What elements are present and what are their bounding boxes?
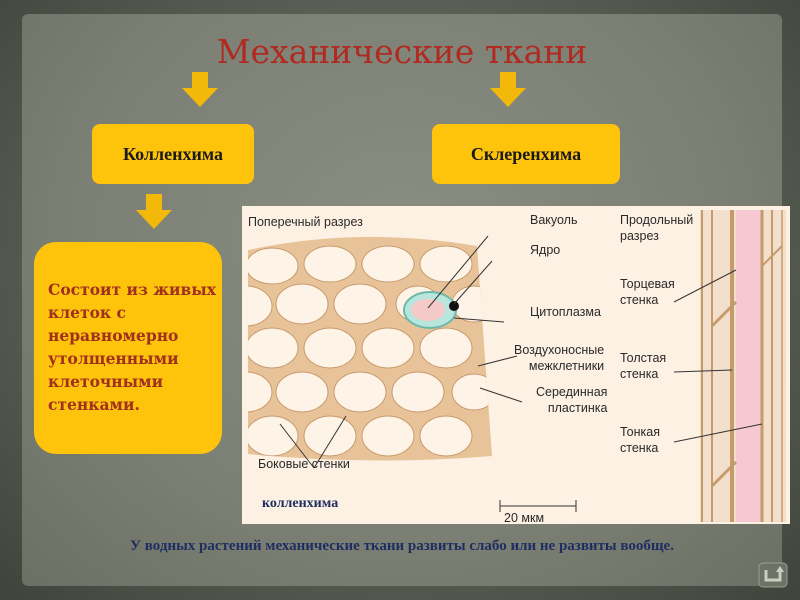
- collenchyma-box: Колленхима: [92, 124, 254, 184]
- down-arrow-icon: [182, 72, 218, 107]
- longitudinal-label: Продольный разрез: [620, 213, 694, 243]
- thick-wall-label: Толстая стенка: [620, 351, 667, 381]
- middle-lamella-label: Серединная пластинка: [536, 385, 608, 415]
- slide-title: Механические ткани: [216, 32, 588, 71]
- figure-caption: колленхима: [262, 496, 339, 511]
- cytoplasm-label: Цитоплазма: [530, 305, 601, 319]
- sclerenchyma-box: Склеренхима: [432, 124, 620, 184]
- down-arrow-icon: [136, 194, 172, 229]
- footer-text: У водных растений механические ткани раз…: [130, 538, 674, 554]
- nucleus-label: Ядро: [530, 243, 561, 257]
- collenchyma-figure: Поперечный разрез Вакуоль Ядро Цитоплазм…: [242, 206, 790, 525]
- cell-diagram: [248, 210, 786, 522]
- slide-board: Механические ткани Колленхима Склеренхим…: [22, 14, 790, 588]
- return-icon[interactable]: [758, 562, 788, 588]
- vacuole-label: Вакуоль: [530, 213, 578, 227]
- scale-label: 20 мкм: [504, 511, 545, 525]
- end-wall-label: Торцевая стенка: [620, 277, 675, 307]
- down-arrow-icon: [490, 72, 526, 107]
- air-spaces-label: Воздухоносные межклетники: [514, 343, 605, 373]
- side-walls-label: Боковые стенки: [258, 457, 350, 471]
- cross-section-label: Поперечный разрез: [248, 215, 363, 229]
- thin-wall-label: Тонкая стенка: [620, 425, 660, 455]
- collenchyma-description: Состоит из живых клеток с неравномерно у…: [34, 242, 222, 454]
